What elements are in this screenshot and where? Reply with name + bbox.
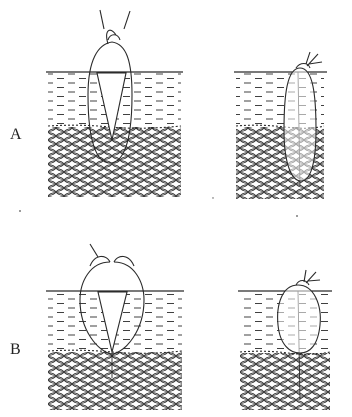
print-specks <box>19 197 298 217</box>
row-label-a: A <box>10 127 22 143</box>
row-label-b: B <box>10 342 21 358</box>
panel-b-open <box>46 244 184 410</box>
panel-a-closed <box>234 52 327 199</box>
panel-b-closed <box>238 270 332 410</box>
panel-a-open <box>46 10 183 197</box>
